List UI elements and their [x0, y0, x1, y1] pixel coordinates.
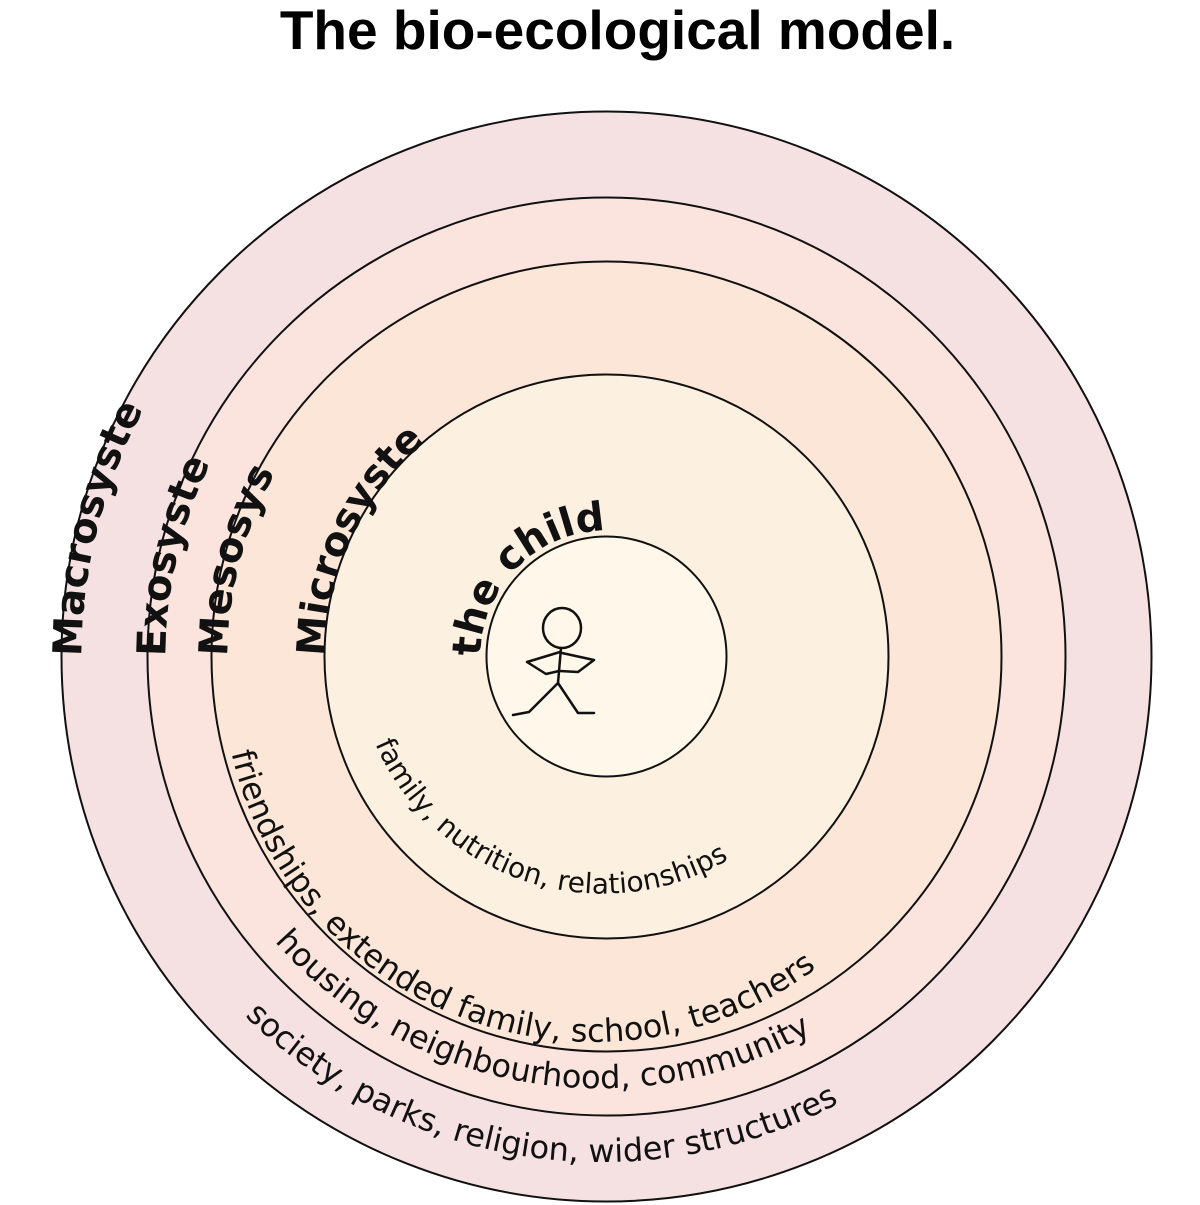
stick-figure-body [556, 646, 563, 685]
stick-figure-left-arm [525, 650, 562, 676]
stick-figure-right-arm [558, 651, 596, 674]
stick-figure-left-leg [511, 681, 560, 717]
diagram-title: The bio-ecological model. [279, 0, 956, 61]
stick-figure-icon [511, 606, 596, 717]
stick-figure-right-leg [556, 681, 596, 715]
child-ring [485, 535, 728, 778]
